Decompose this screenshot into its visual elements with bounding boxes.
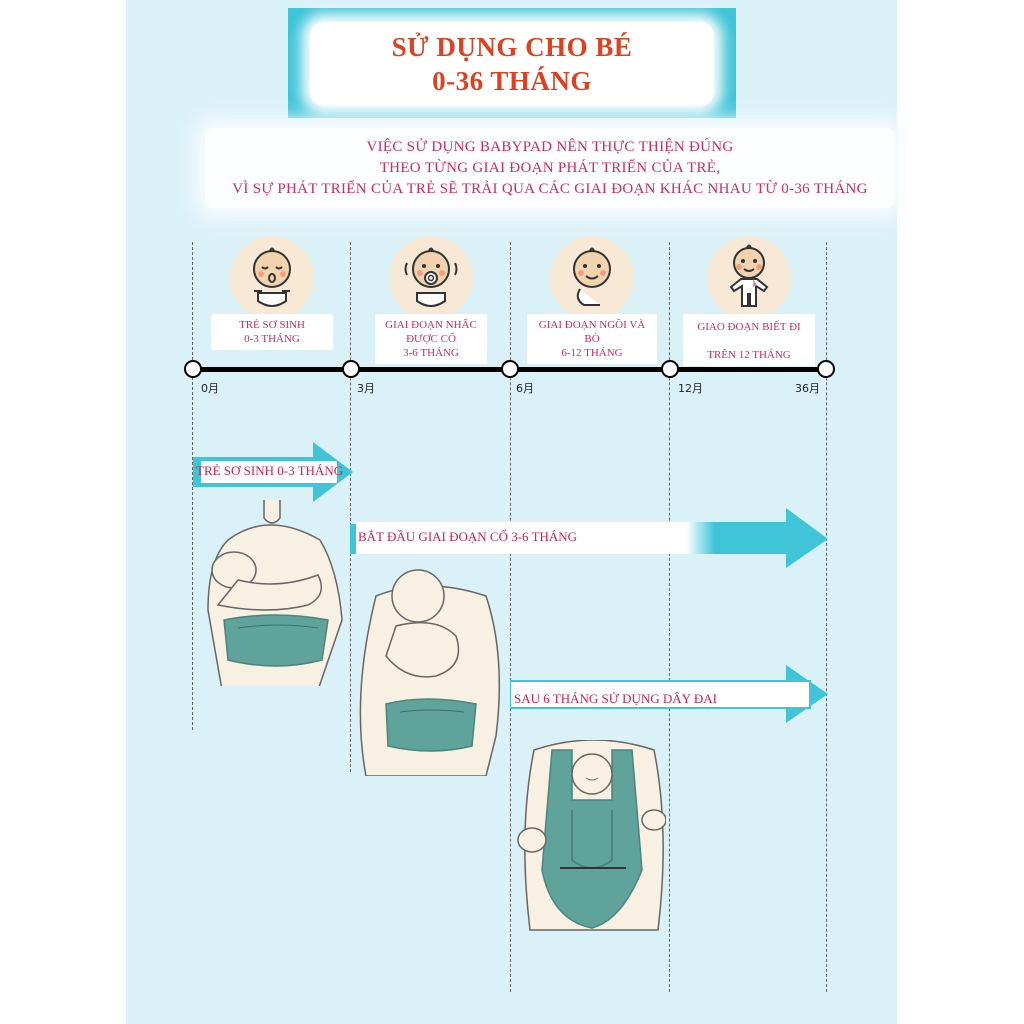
divider-36-months [826,242,827,992]
stage-label: TRẺ SƠ SINH 0-3 THÁNG [211,314,333,350]
stage-sit-crawl: GIAI ĐOẠN NGỒI VÀ BÒ 6-12 THÁNG [517,236,667,364]
stage-walking: GIAO ĐOẠN BIẾT ĐI TRÊN 12 THÁNG [674,236,824,366]
intro-line-3: VÌ SỰ PHÁT TRIỂN CỦA TRẺ SẼ TRẢI QUA CÁC… [232,180,868,197]
tick-label: 3月 [357,382,375,395]
tick-label: 6月 [516,382,534,395]
sleeping-baby-icon [230,236,314,320]
divider-3-months [350,242,351,772]
timeline-node-3 [342,360,360,378]
title-inner: SỬ DỤNG CHO BÉ 0-36 THÁNG [310,22,714,106]
timeline-node-6 [501,360,519,378]
title-line-2: 0-36 THÁNG [432,66,592,96]
stage-label-line: TRẺ SƠ SINH [238,319,305,331]
divider-12-months [669,242,670,992]
intro-line-1: VIỆC SỬ DỤNG BABYPAD NÊN THỰC THIỆN ĐÚNG [366,138,734,155]
intro-text-box: VIỆC SỬ DỤNG BABYPAD NÊN THỰC THIỆN ĐÚNG… [205,128,895,208]
title-line-1: SỬ DỤNG CHO BÉ [391,32,633,62]
stage-label: GIAI ĐOẠN NHẤC ĐƯỢC CỔ 3-6 THÁNG [375,314,487,364]
arrow-newborn-icon [193,442,353,502]
stage-label: GIAI ĐOẠN NGỒI VÀ BÒ 6-12 THÁNG [527,314,657,364]
baby-pacifier-icon [389,236,473,320]
stage-neck-control: GIAI ĐOẠN NHẤC ĐƯỢC CỔ 3-6 THÁNG [356,236,506,364]
arrow-label-newborn: TRẺ SƠ SINH 0-3 THÁNG [196,463,344,478]
standing-baby-icon [707,236,791,320]
arrow-label-neck-stage: BẮT ĐẦU GIAI ĐOẠN CỔ 3-6 THÁNG [358,529,578,544]
timeline-node-0 [184,360,202,378]
arrow-neck-stage-icon [350,508,828,568]
stage-label-line: 0-3 THÁNG [244,333,300,345]
stage-label: GIAO ĐOẠN BIẾT ĐI TRÊN 12 THÁNG [683,314,815,366]
newborn-carry-illustration [207,500,343,686]
tick-label: 36月 [795,382,820,395]
timeline-node-12 [661,360,679,378]
tick-label: 12月 [678,382,703,395]
divider-6-months [510,242,511,992]
stage-newborn: TRẺ SƠ SINH 0-3 THÁNG [197,236,347,350]
stage-label-line: GIAI ĐOẠN NHẤC [385,319,477,331]
stage-label-line: GIAI ĐOẠN NGỒI VÀ [538,319,646,331]
divider-0-months [192,242,193,730]
intro-line-2: THEO TỪNG GIAI ĐOẠN PHÁT TRIỂN CỦA TRẺ, [379,159,721,176]
stage-label-line: GIAO ĐOẠN BIẾT ĐI [697,321,801,333]
stage-label-line: BÒ [584,333,600,345]
timeline-node-36 [817,360,835,378]
stage-label-line: ĐƯỢC CỔ [406,333,456,345]
arrow-waist-belt-icon [510,665,828,723]
sitting-baby-icon [550,236,634,320]
stage-label-line [689,334,809,348]
neck-stage-carry-illustration [359,569,501,776]
stage-label-line: 3-6 THÁNG [403,347,459,359]
tick-label: 0月 [201,382,219,395]
title-banner: SỬ DỤNG CHO BÉ 0-36 THÁNG [288,8,736,118]
waist-belt-carrier-illustration [517,740,666,931]
stage-label-line: 6-12 THÁNG [561,347,623,359]
stage-label-line: TRÊN 12 THÁNG [707,349,791,361]
arrow-label-waist-belt: SAU 6 THÁNG SỬ DỤNG DÂY ĐAI [514,691,717,706]
